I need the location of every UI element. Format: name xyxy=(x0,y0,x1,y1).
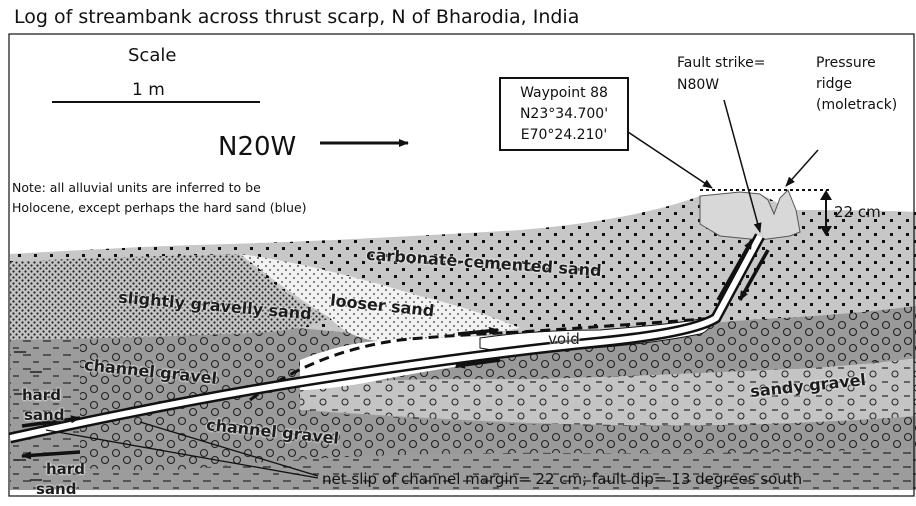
label-hard-sand-upper-2: sand xyxy=(24,406,64,424)
waypoint-line-2: N23°34.700' xyxy=(504,104,624,125)
waypoint-label: Waypoint 88 N23°34.700' E70°24.210' xyxy=(504,83,624,146)
note-line-1: Note: all alluvial units are inferred to… xyxy=(12,178,307,198)
waypoint-line-3: E70°24.210' xyxy=(504,125,624,146)
label-hard-sand-upper-1: hard xyxy=(22,386,61,404)
fault-strike-label: Fault strike= N80W xyxy=(677,52,765,96)
pressure-ridge-line-3: (moletrack) xyxy=(816,95,897,116)
label-hard-sand-lower-1: hard xyxy=(46,460,85,478)
label-void: void xyxy=(548,330,580,348)
pressure-ridge-line-1: Pressure xyxy=(816,53,897,74)
fault-strike-line-2: N80W xyxy=(677,74,765,96)
waypoint-line-1: Waypoint 88 xyxy=(504,83,624,104)
pressure-ridge-leader xyxy=(786,150,818,186)
fault-strike-line-1: Fault strike= xyxy=(677,52,765,74)
note-line-2: Holocene, except perhaps the hard sand (… xyxy=(12,198,307,218)
net-slip-caption: net slip of channel margin= 22 cm; fault… xyxy=(322,470,802,488)
scale-length-label: 1 m xyxy=(132,80,165,100)
scarp-height-label: 22 cm xyxy=(834,203,881,221)
label-hard-sand-lower-2: sand xyxy=(36,480,76,498)
pressure-ridge-line-2: ridge xyxy=(816,74,897,95)
scale-heading: Scale xyxy=(128,45,176,66)
direction-label: N20W xyxy=(218,132,296,162)
note-text: Note: all alluvial units are inferred to… xyxy=(12,178,307,218)
pressure-ridge-label: Pressure ridge (moletrack) xyxy=(816,53,897,116)
waypoint-leader xyxy=(628,132,712,188)
diagram-title: Log of streambank across thrust scarp, N… xyxy=(14,6,579,28)
